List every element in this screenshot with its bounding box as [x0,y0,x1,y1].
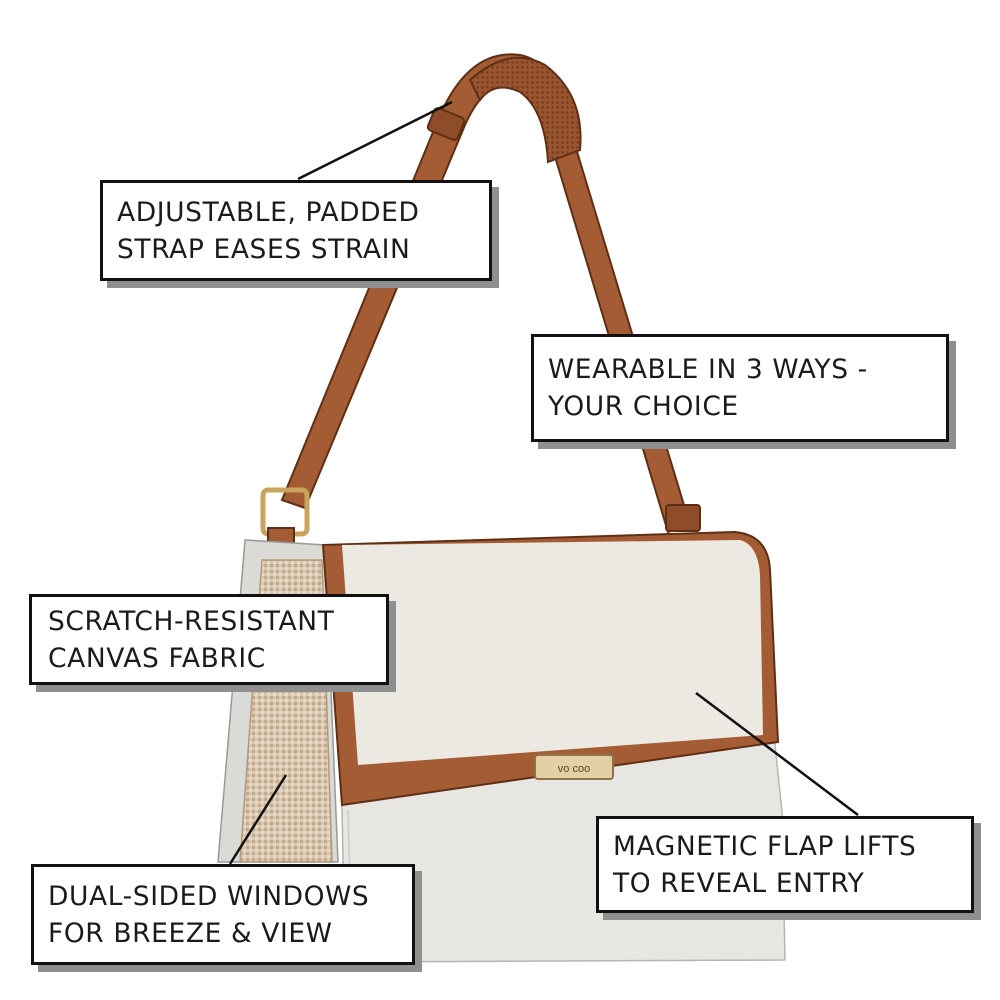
pointer-lines [228,100,859,865]
callout-text: STRAP EASES STRAIN [117,233,411,265]
callout-text: ADJUSTABLE, PADDED [117,196,420,228]
side-window-panel [217,539,339,863]
callout-text: YOUR CHOICE [548,391,739,422]
callout-text: SCRATCH-RESISTANT [48,605,335,637]
callout-text: WEARABLE IN 3 WAYS - [548,354,868,385]
callout-text: TO REVEAL ENTRY [613,867,865,899]
shoulder-strap [280,53,701,534]
svg-text:vo coo: vo coo [558,763,590,775]
callout-text: FOR BREEZE & VIEW [48,917,333,949]
callout-text: DUAL-SIDED WINDOWS [48,880,370,912]
callout-text: CANVAS FABRIC [48,642,266,674]
callout-text: MAGNETIC FLAP LIFTS [613,830,917,862]
callout-magnetic-flap: MAGNETIC FLAP LIFTS TO REVEAL ENTRY [596,816,974,913]
callout-canvas-fabric: SCRATCH-RESISTANT CANVAS FABRIC [29,594,389,685]
callout-dual-windows: DUAL-SIDED WINDOWS FOR BREEZE & VIEW [31,864,415,965]
callout-adjustable-strap: ADJUSTABLE, PADDED STRAP EASES STRAIN [100,180,492,281]
magnetic-flap: vo coo [321,530,780,807]
callout-wearable-ways: WEARABLE IN 3 WAYS - YOUR CHOICE [531,334,949,442]
